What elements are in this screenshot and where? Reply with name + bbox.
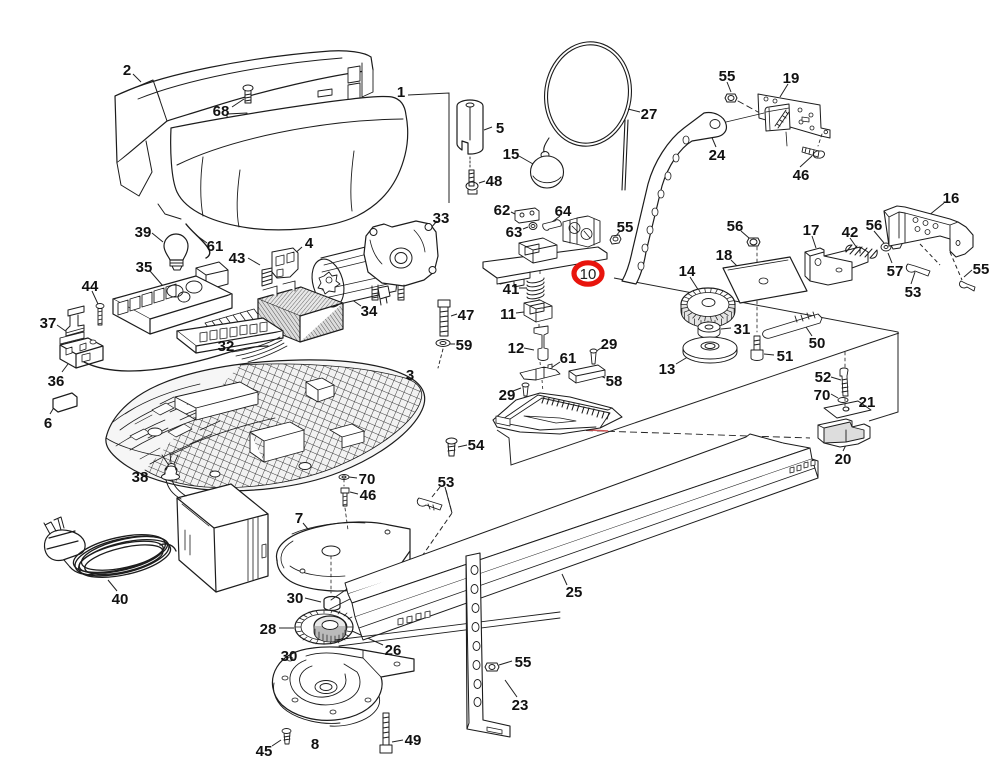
svg-text:36: 36: [48, 373, 65, 390]
svg-text:29: 29: [499, 387, 516, 404]
svg-text:53: 53: [905, 284, 922, 301]
svg-text:56: 56: [727, 218, 744, 235]
svg-text:61: 61: [207, 238, 224, 255]
svg-text:17: 17: [803, 222, 820, 239]
svg-text:53: 53: [438, 474, 455, 491]
svg-text:47: 47: [458, 307, 475, 324]
svg-text:3: 3: [406, 367, 414, 384]
svg-text:7: 7: [295, 510, 303, 527]
svg-text:30: 30: [281, 648, 298, 665]
svg-text:23: 23: [512, 697, 529, 714]
svg-text:52: 52: [815, 369, 832, 386]
svg-text:10: 10: [580, 266, 597, 283]
svg-text:48: 48: [486, 173, 503, 190]
svg-text:40: 40: [112, 591, 129, 608]
svg-text:19: 19: [783, 70, 800, 87]
svg-text:26: 26: [385, 642, 402, 659]
svg-text:21: 21: [859, 394, 876, 411]
svg-text:29: 29: [601, 336, 618, 353]
svg-text:5: 5: [496, 120, 504, 137]
svg-text:25: 25: [566, 584, 583, 601]
svg-text:64: 64: [555, 203, 572, 220]
svg-text:56: 56: [866, 217, 883, 234]
svg-text:1: 1: [397, 84, 405, 101]
svg-text:46: 46: [360, 487, 377, 504]
svg-text:14: 14: [679, 263, 696, 280]
svg-text:31: 31: [734, 321, 751, 338]
svg-text:54: 54: [468, 437, 485, 454]
svg-text:16: 16: [943, 190, 960, 207]
svg-text:27: 27: [641, 106, 658, 123]
svg-text:28: 28: [260, 621, 277, 638]
svg-text:58: 58: [606, 373, 623, 390]
svg-text:62: 62: [494, 202, 511, 219]
svg-text:49: 49: [405, 732, 422, 749]
svg-text:46: 46: [793, 167, 810, 184]
svg-text:24: 24: [709, 147, 726, 164]
svg-text:35: 35: [136, 259, 153, 276]
svg-text:70: 70: [359, 471, 376, 488]
svg-text:18: 18: [716, 247, 733, 264]
svg-text:8: 8: [311, 736, 319, 753]
svg-text:2: 2: [123, 62, 131, 79]
svg-text:43: 43: [229, 250, 246, 267]
svg-text:61: 61: [560, 350, 577, 367]
svg-text:55: 55: [515, 654, 532, 671]
svg-text:30: 30: [287, 590, 304, 607]
svg-text:37: 37: [40, 315, 57, 332]
svg-text:15: 15: [503, 146, 520, 163]
svg-text:63: 63: [506, 224, 523, 241]
svg-text:59: 59: [456, 337, 473, 354]
svg-text:6: 6: [44, 415, 52, 432]
svg-text:12: 12: [508, 340, 525, 357]
svg-text:4: 4: [305, 235, 314, 252]
svg-text:51: 51: [777, 348, 794, 365]
svg-text:55: 55: [719, 68, 736, 85]
svg-text:70: 70: [814, 387, 831, 404]
svg-text:34: 34: [361, 303, 378, 320]
svg-text:57: 57: [887, 263, 904, 280]
svg-text:11: 11: [500, 306, 516, 323]
svg-text:55: 55: [973, 261, 990, 278]
svg-text:68: 68: [213, 103, 230, 120]
svg-text:38: 38: [132, 469, 149, 486]
svg-text:32: 32: [218, 338, 235, 355]
svg-text:50: 50: [809, 335, 826, 352]
svg-text:44: 44: [82, 278, 99, 295]
svg-text:55: 55: [617, 219, 634, 236]
svg-text:33: 33: [433, 210, 450, 227]
svg-text:39: 39: [135, 224, 152, 241]
svg-text:41: 41: [503, 281, 520, 298]
svg-text:45: 45: [256, 743, 273, 760]
svg-text:42: 42: [842, 224, 859, 241]
svg-text:13: 13: [659, 361, 676, 378]
svg-text:20: 20: [835, 451, 852, 468]
